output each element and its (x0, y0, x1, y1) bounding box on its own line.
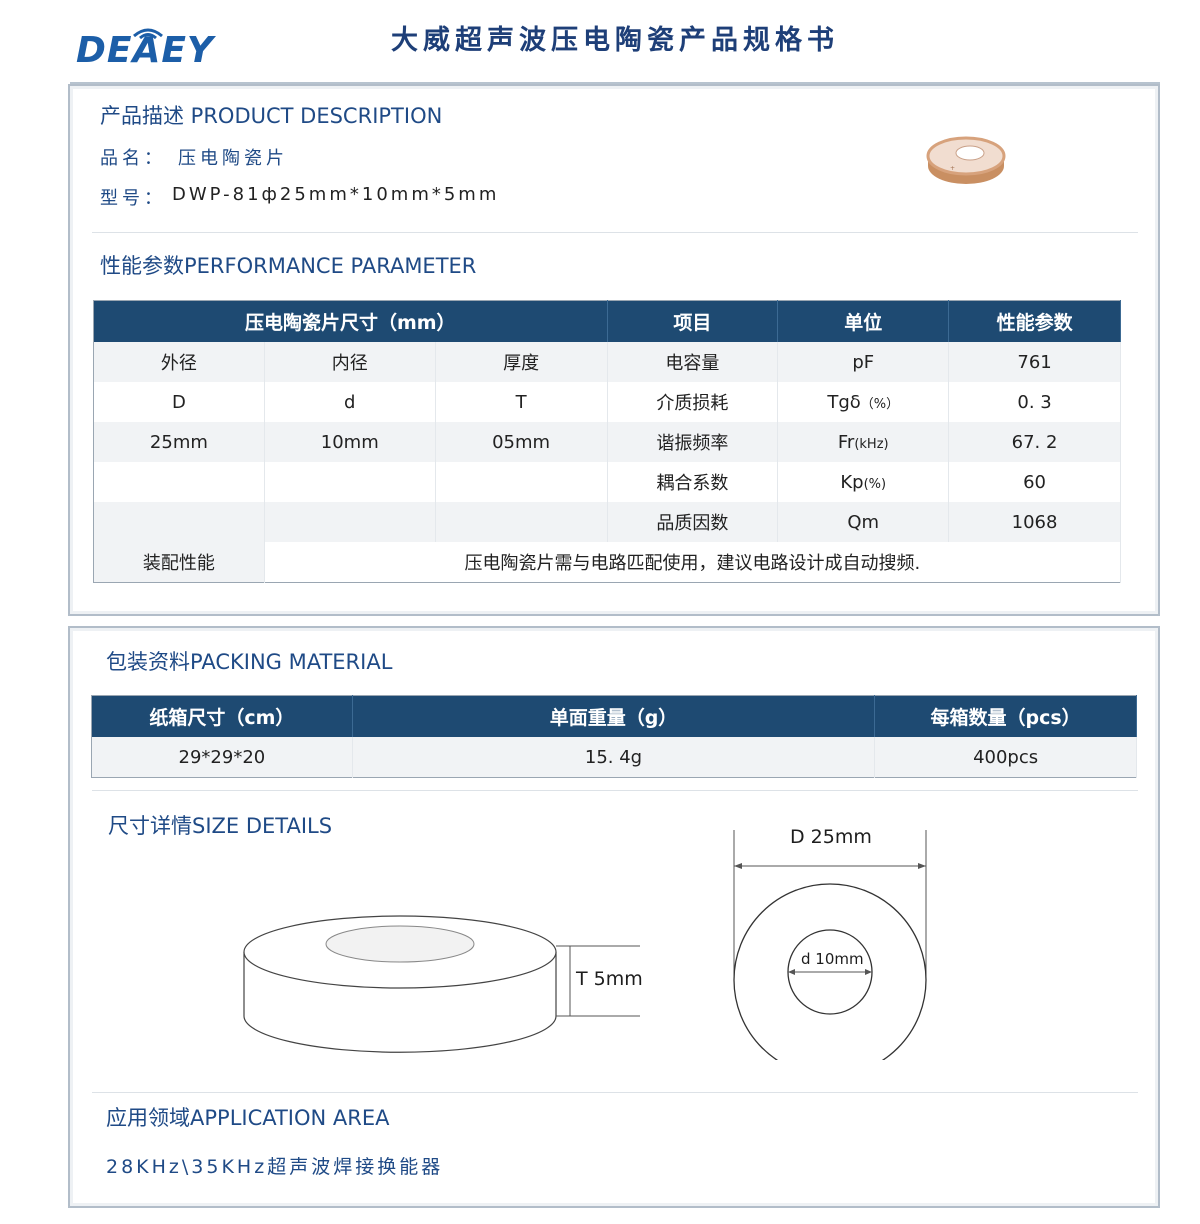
unit-text: Qm (847, 511, 880, 533)
unit-text: pF (852, 351, 875, 373)
table-row: 装配性能 压电陶瓷片需与电路匹配使用，建议电路设计成自动搜频. (93, 542, 1122, 583)
ring-front-drawing (733, 830, 927, 1060)
performance-section-title: 性能参数PERFORMANCE PARAMETER (100, 254, 477, 278)
table-cell: 25mm (93, 422, 265, 462)
header-divider (70, 82, 1160, 84)
assembly-label: 装配性能 (93, 542, 265, 583)
table-cell: Tgδ（%） (777, 382, 950, 422)
table-cell: Kp(%) (777, 462, 950, 502)
product-divider (92, 232, 1138, 233)
table-cell: 15. 4g (352, 737, 876, 778)
table-cell: 400pcs (874, 737, 1137, 778)
table-cell (93, 502, 265, 542)
unit-suffix: (kHz) (854, 436, 889, 452)
table-cell: 67. 2 (948, 422, 1121, 462)
header-unit-weight: 单面重量（g） (352, 695, 876, 737)
table-cell: 谐振频率 (607, 422, 779, 462)
header-value: 性能参数 (948, 300, 1121, 342)
inner-diameter-label: d 10mm (801, 950, 864, 968)
table-cell: T (435, 382, 608, 422)
svg-text:+: + (950, 165, 955, 172)
cylinder-side-drawing (243, 915, 640, 1053)
table-cell: 耦合系数 (607, 462, 779, 502)
table-cell: pF (777, 342, 950, 382)
table-cell: 电容量 (607, 342, 779, 382)
table-cell: 外径 (93, 342, 265, 382)
packing-divider (92, 790, 1138, 791)
header-quantity: 每箱数量（pcs） (874, 695, 1137, 737)
brand-logo: DEAEY (76, 30, 214, 71)
product-name-value: 压电陶瓷片 (178, 148, 288, 169)
size-section-title: 尺寸详情SIZE DETAILS (108, 814, 333, 838)
table-cell: 10mm (264, 422, 436, 462)
application-value: 28KHz\35KHz超声波焊接换能器 (106, 1156, 444, 1178)
table-cell: 内径 (264, 342, 436, 382)
table-cell (93, 462, 265, 502)
table-cell: 05mm (435, 422, 608, 462)
header-unit: 单位 (777, 300, 950, 342)
table-cell: 29*29*20 (91, 737, 353, 778)
document-title: 大威超声波压电陶瓷产品规格书 (391, 25, 839, 56)
ceramic-ring-photo-icon: + (926, 136, 1006, 184)
unit-suffix: (%) (863, 476, 887, 492)
thickness-label: T 5mm (576, 968, 643, 990)
table-row: 耦合系数 Kp(%) 60 (93, 462, 1121, 502)
header-item: 项目 (607, 300, 779, 342)
product-section-title: 产品描述 PRODUCT DESCRIPTION (100, 104, 443, 128)
table-cell (435, 462, 608, 502)
table-row: 29*29*20 15. 4g 400pcs (91, 737, 1137, 778)
packing-section-title: 包装资料PACKING MATERIAL (106, 650, 393, 674)
table-cell: 761 (948, 342, 1121, 382)
unit-text: Tgδ (827, 391, 861, 413)
unit-text: Kp (840, 471, 864, 493)
assembly-value: 压电陶瓷片需与电路匹配使用，建议电路设计成自动搜频. (264, 542, 1122, 583)
performance-table: 压电陶瓷片尺寸（mm） 项目 单位 性能参数 外径 内径 厚度 电容量 pF 7… (93, 300, 1122, 583)
product-model-value: DWP-81ф25mm*10mm*5mm (172, 184, 500, 205)
header-carton-size: 纸箱尺寸（cm） (91, 695, 353, 737)
size-divider (92, 1092, 1138, 1093)
product-name-label: 品名： (100, 148, 166, 169)
table-cell (264, 502, 436, 542)
table-cell: 品质因数 (607, 502, 779, 542)
header-dimensions: 压电陶瓷片尺寸（mm） (93, 300, 608, 342)
table-cell: 0. 3 (948, 382, 1121, 422)
table-cell: 60 (948, 462, 1121, 502)
table-row: 25mm 10mm 05mm 谐振频率 Fr(kHz) 67. 2 (93, 422, 1121, 462)
unit-suffix: （%） (860, 396, 900, 412)
table-cell: 1068 (948, 502, 1121, 542)
table-cell: Fr(kHz) (777, 422, 950, 462)
packing-table: 纸箱尺寸（cm） 单面重量（g） 每箱数量（pcs） 29*29*20 15. … (91, 695, 1137, 778)
unit-text: Fr (837, 431, 855, 453)
table-cell: d (264, 382, 436, 422)
table-cell: D (93, 382, 265, 422)
outer-diameter-label: D 25mm (790, 826, 872, 848)
packing-panel (68, 626, 1160, 1208)
table-cell (435, 502, 608, 542)
table-row: 外径 内径 厚度 电容量 pF 761 (93, 342, 1121, 382)
signal-waves-icon (133, 28, 163, 40)
application-section-title: 应用领域APPLICATION AREA (106, 1106, 390, 1130)
table-cell (264, 462, 436, 502)
table-cell: 厚度 (435, 342, 608, 382)
product-model-label: 型号： (100, 188, 166, 209)
table-row: D d T 介质损耗 Tgδ（%） 0. 3 (93, 382, 1121, 422)
table-cell: Qm (777, 502, 950, 542)
product-panel (68, 84, 1160, 616)
table-row: 品质因数 Qm 1068 (93, 502, 1121, 542)
table-cell: 介质损耗 (607, 382, 779, 422)
